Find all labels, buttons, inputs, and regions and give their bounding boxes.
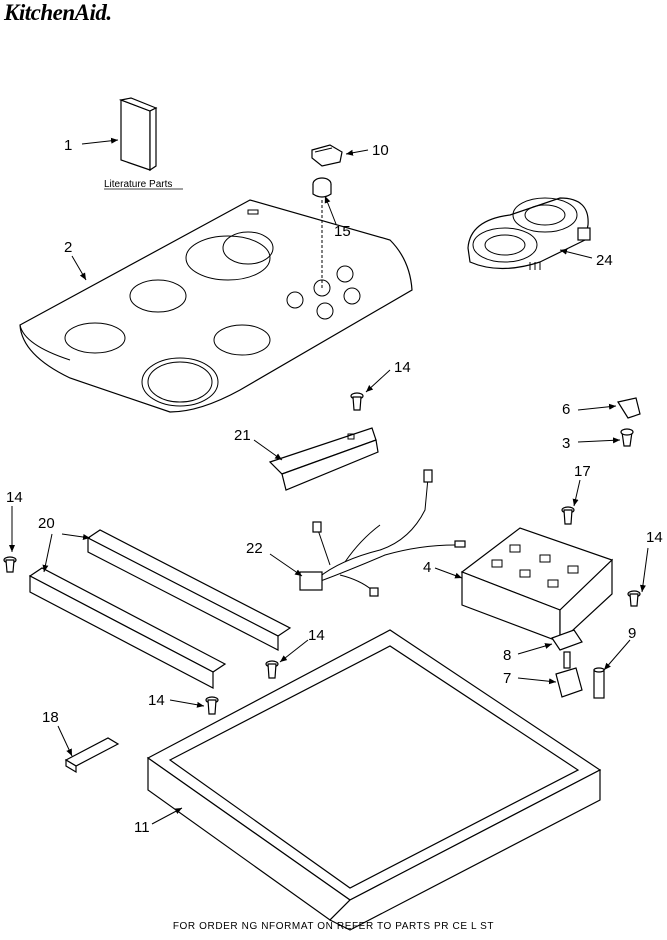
cooktop-glass-top [19,199,413,413]
knob-spring [312,177,332,198]
callout-9: 9 [628,625,636,642]
callout-2: 2 [64,239,72,256]
screw-14-lower [205,696,219,715]
callout-11: 11 [134,819,150,836]
control-knob [311,144,343,167]
indicator-switch [555,651,583,698]
leader-lines [9,137,649,825]
callout-10: 10 [372,142,389,159]
callout-24: 24 [596,252,613,269]
screw [620,428,634,447]
radiant-element-assembly [467,197,591,270]
brand-logo: KitchenAid. [4,0,112,25]
screw-14-right [627,590,641,607]
switch-plate [551,629,583,651]
indicator-light [593,667,605,699]
callout-18: 18 [42,709,59,726]
literature-parts-booklet [118,97,158,172]
side-rail-rear [86,529,292,651]
footer-note: FOR ORDER NG NFORMAT ON REFER TO PARTS P… [172,921,495,932]
callout-8: 8 [503,647,511,664]
side-rail-front [28,567,227,689]
screw-14-top [350,392,364,411]
screw-14-mid [265,660,279,679]
callout-6: 6 [562,401,570,418]
screw-17 [561,506,575,525]
limiter-switch [617,397,641,419]
literature-parts-label: Literature Parts [104,179,172,190]
callout-20: 20 [38,515,55,532]
callout-1: 1 [64,137,72,154]
infinite-switch-box [460,527,614,644]
callout-21: 21 [234,427,251,444]
callout-14-right: 14 [646,529,663,546]
screw-14-left [3,556,17,573]
rear-bracket [268,427,379,491]
callout-14-lower: 14 [148,692,165,709]
callout-14-mid: 14 [308,627,325,644]
callout-4: 4 [423,559,431,576]
callout-17: 17 [574,463,591,480]
callout-14-left: 14 [6,489,23,506]
callout-15: 15 [334,223,351,240]
callout-3: 3 [562,435,570,452]
cooktop-frame [146,629,602,931]
callout-7: 7 [503,670,511,687]
terminal-block [64,737,120,774]
callout-14-top: 14 [394,359,411,376]
wire-harness [299,469,466,597]
callout-22: 22 [246,540,263,557]
